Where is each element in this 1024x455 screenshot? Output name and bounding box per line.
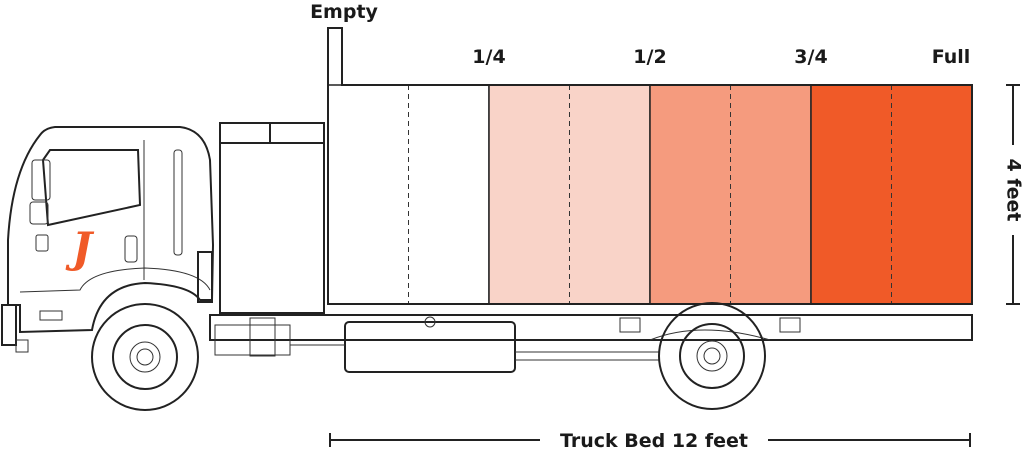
label-length: Truck Bed 12 feet [560,430,748,452]
logo-j: J [65,223,95,272]
bed-fill-sections [327,84,973,305]
label-height: 4 feet [1003,159,1024,222]
rear-wheel [658,302,766,410]
bed-outline [327,27,973,305]
length-dimension: Truck Bed 12 feet [329,430,971,452]
label-quarter: 1/4 [472,46,505,68]
chassis-rail [209,314,973,341]
label-empty: Empty [310,1,378,23]
front-wheel [91,303,199,411]
height-dimension: 4 feet [1003,84,1024,305]
label-full: Full [932,46,971,68]
fuel-tank [214,316,801,373]
label-half: 1/2 [633,46,666,68]
cab-storage-box [219,122,325,314]
label-three-quarter: 3/4 [794,46,827,68]
